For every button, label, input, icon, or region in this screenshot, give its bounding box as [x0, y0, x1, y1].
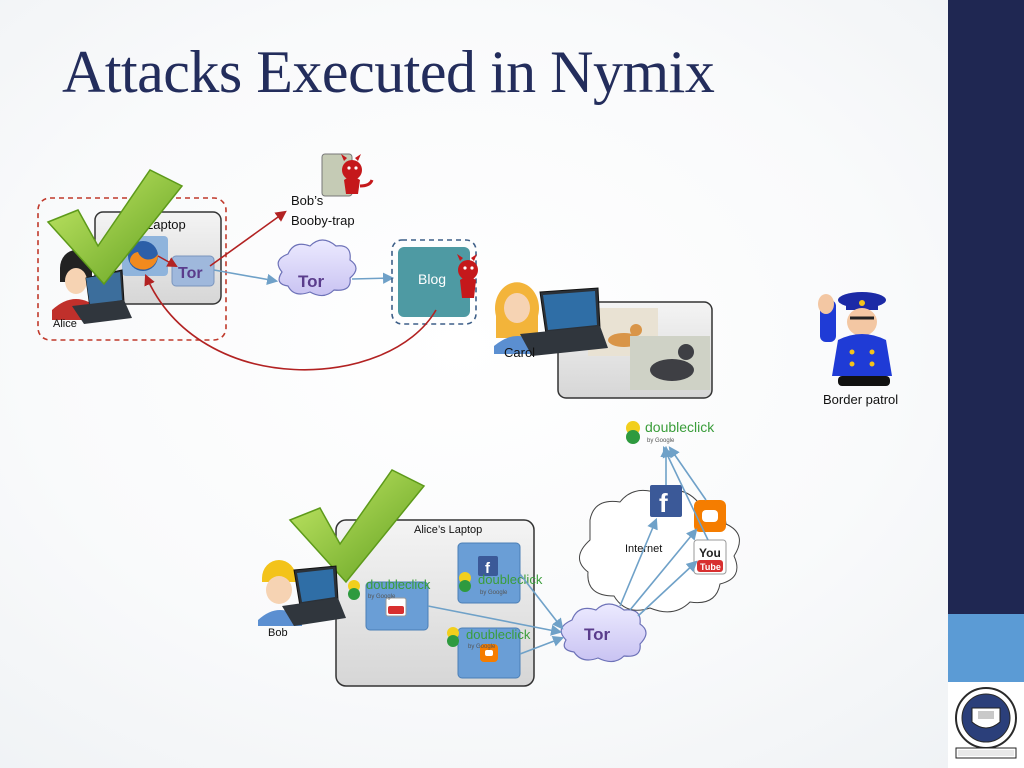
carol-laptop-icon: [520, 287, 608, 356]
check-icon: [288, 469, 426, 584]
alice-label: Alice: [53, 318, 77, 330]
tor-cloud-to-blog-arrow: [351, 272, 395, 284]
laptop-to-tor-cloud-arrow: [213, 269, 279, 285]
tor-to-youtube-arrow: [637, 560, 698, 617]
svg-text:Tor: Tor: [178, 265, 203, 282]
slide-title: Attacks Executed in Nymix: [62, 39, 715, 105]
youtube-icon: You Tube: [693, 539, 727, 575]
facebook-icon: f: [478, 556, 498, 577]
bob-label: Bob: [268, 627, 288, 639]
blogger-to-doubleclick-arrow: [668, 446, 707, 501]
blogger-icon: [694, 500, 726, 532]
sidebar-accent-light: [948, 614, 1024, 682]
svg-text:by Google: by Google: [480, 590, 508, 596]
yale-logo-icon: [948, 682, 1024, 768]
svg-text:Tor: Tor: [584, 625, 611, 644]
bob-devil-icon: [321, 153, 374, 197]
blog-label: Blog: [418, 271, 446, 287]
tor-to-blogger-arrow: [629, 528, 698, 611]
bob-avatar-icon: [258, 559, 302, 626]
svg-text:Tube: Tube: [700, 562, 721, 572]
tor-icon: Tor: [171, 255, 215, 287]
tor-cloud-icon: Tor: [560, 603, 647, 663]
svg-text:doubleclick: doubleclick: [645, 419, 715, 435]
youtube-nym-to-tor-arrow: [427, 605, 563, 636]
svg-text:by Google: by Google: [368, 594, 396, 600]
tor-to-facebook-arrow: [619, 517, 658, 607]
bob-trap-label-line2: Booby-trap: [291, 213, 355, 228]
doubleclick-icon: doubleclick by Google: [626, 419, 715, 444]
svg-text:doubleclick: doubleclick: [366, 577, 431, 592]
blog-devil-icon: [457, 254, 478, 298]
svg-text:doubleclick: doubleclick: [478, 572, 543, 587]
blog-exploit-return-arrow: [144, 273, 437, 371]
alice-laptop-icon: [72, 269, 132, 324]
youtube-icon: [385, 597, 407, 617]
border-patrol-label: Border patrol: [823, 392, 898, 407]
svg-text:f: f: [485, 560, 491, 577]
blogger-nym-to-tor-arrow: [519, 635, 565, 655]
firefox-to-tor-arrow: [157, 255, 178, 268]
svg-text:doubleclick: doubleclick: [466, 627, 531, 642]
sidebar-accent-dark: [948, 0, 1024, 614]
blogger-icon: [480, 644, 498, 662]
police-officer-icon: [818, 292, 892, 386]
bottom-scenario: Alice’s Laptop f doubleclick by Google d…: [258, 419, 740, 687]
top-scenario: Laptop Tor Alice: [37, 153, 713, 399]
svg-text:by Google: by Google: [647, 438, 675, 444]
svg-text:f: f: [659, 488, 668, 518]
alice-laptop-label: Laptop: [146, 217, 186, 232]
svg-text:You: You: [699, 546, 721, 560]
tor-cloud-icon: Tor: [277, 239, 357, 297]
facebook-nym-to-tor-arrow: [519, 573, 564, 630]
facebook-icon: f: [650, 485, 682, 518]
blog-dashed-boundary: [391, 239, 477, 325]
check-icon: [46, 169, 184, 286]
doubleclick-icon: doubleclick by Google: [348, 577, 431, 600]
svg-text:Tor: Tor: [298, 272, 325, 291]
svg-text:by Google: by Google: [468, 644, 496, 650]
bob-trap-label-line1: Bob’s: [291, 193, 324, 208]
carol-label: Carol: [504, 345, 535, 360]
tor-to-booby-trap-arrow: [209, 210, 287, 267]
doubleclick-icon: doubleclick by Google: [447, 627, 531, 650]
blog-box: [398, 247, 470, 317]
bob-laptop-icon: [282, 565, 346, 626]
alice-laptop-label-bottom: Alice’s Laptop: [414, 524, 482, 536]
youtube-to-doubleclick-arrow: [662, 445, 709, 541]
